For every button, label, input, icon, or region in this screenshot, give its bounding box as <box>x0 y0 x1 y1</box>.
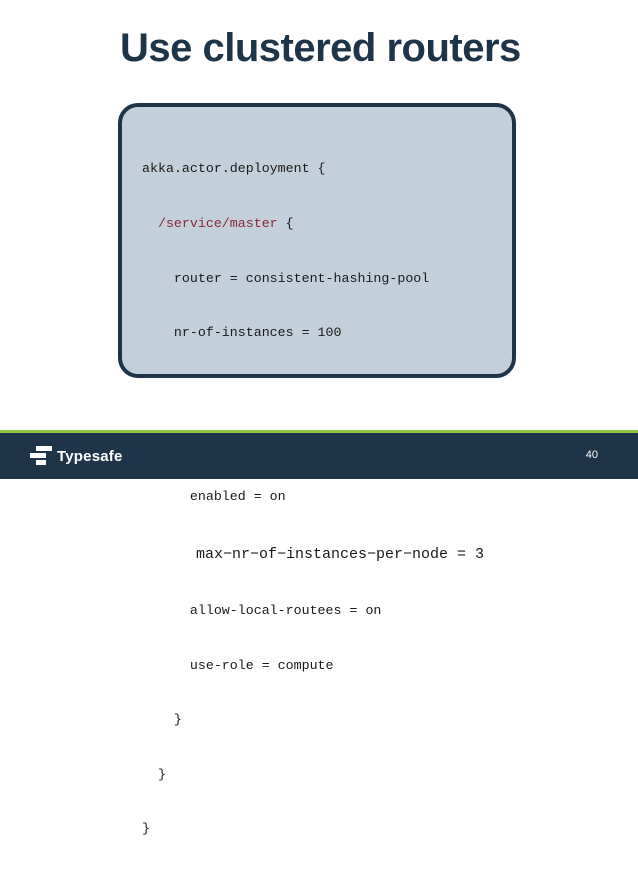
code-line-9: allow-local-routees = on <box>142 602 484 620</box>
code-text: akka.actor.deployment { <box>142 161 326 177</box>
typesafe-logo-icon <box>30 446 52 466</box>
page-number: 40 <box>585 449 598 461</box>
code-line-4: nr-of-instances = 100 <box>142 324 484 342</box>
code-line-7: enabled = on <box>142 488 484 506</box>
code-line-10: use-role = compute <box>142 657 484 675</box>
brand-name: Typesafe <box>57 447 123 465</box>
code-listing: akka.actor.deployment { /service/master … <box>142 124 484 875</box>
code-text: enabled = on <box>189 488 286 504</box>
code-path: /service/master <box>157 216 278 231</box>
code-text: max−nr−of−instances−per−node = 3 <box>196 545 485 563</box>
code-line-8: max−nr−of−instances−per−node = 3 <box>142 543 484 566</box>
code-text: } <box>142 821 150 837</box>
code-text: use-role = compute <box>189 657 334 673</box>
code-text: } <box>173 712 182 728</box>
code-text: } <box>157 766 166 782</box>
code-line-1: akka.actor.deployment { <box>142 160 484 178</box>
code-line-5-blank <box>142 379 484 397</box>
code-line-13: } <box>142 820 484 838</box>
code-line-12: } <box>142 766 484 784</box>
code-line-11: } <box>142 711 484 729</box>
slide-footer: Typesafe 40 <box>0 430 638 479</box>
code-line-3: router = consistent-hashing-pool <box>142 270 484 288</box>
code-line-2: /service/master { <box>142 215 484 233</box>
code-text: nr-of-instances = 100 <box>173 325 342 341</box>
code-text: allow-local-routees = on <box>189 602 382 618</box>
slide-title: Use clustered routers <box>120 26 521 70</box>
code-block: akka.actor.deployment { /service/master … <box>118 103 516 836</box>
code-text: router = consistent-hashing-pool <box>173 270 430 286</box>
code-text: { <box>277 216 294 231</box>
typesafe-logo: Typesafe <box>30 446 123 466</box>
